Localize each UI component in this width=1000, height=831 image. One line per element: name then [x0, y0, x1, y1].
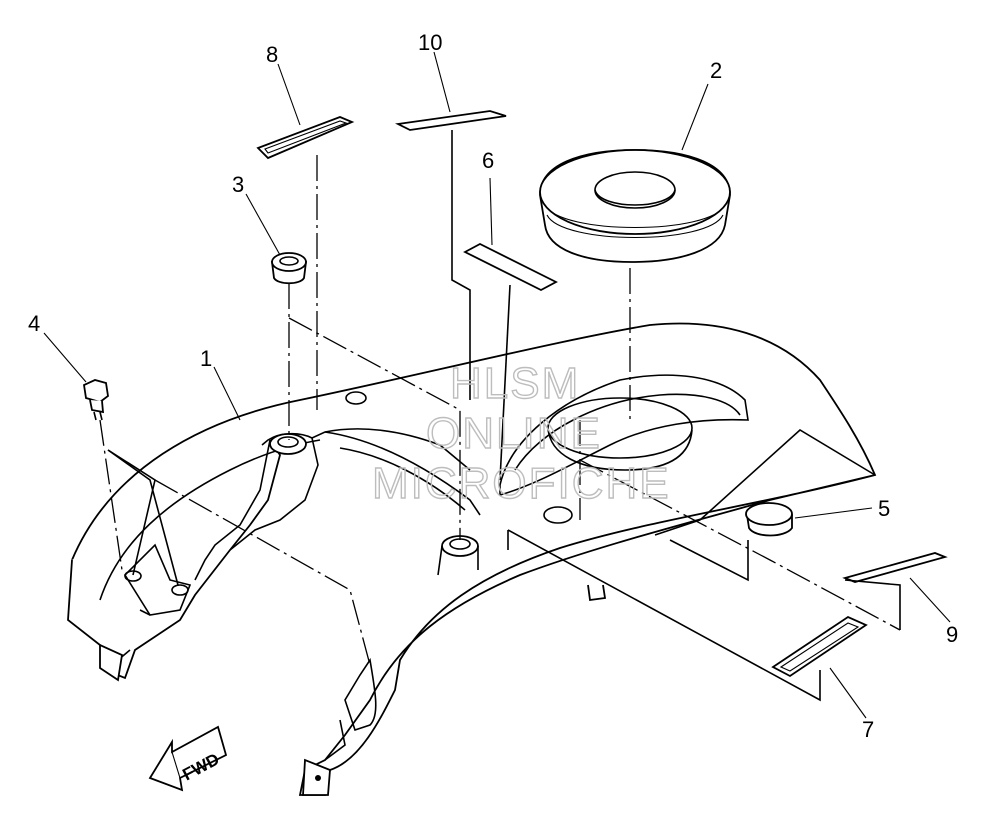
callout-6: 6	[482, 148, 494, 173]
forward-arrow: FWD	[148, 725, 228, 792]
callout-labels: 1 2 3 4 5 6 7 8 9 10	[28, 30, 958, 742]
callout-1: 1	[200, 346, 212, 371]
part-4-bolt	[83, 379, 109, 421]
part-10-label-strip	[395, 110, 507, 131]
rear-fender-body	[67, 322, 877, 796]
part-3-plug-cap	[270, 252, 308, 285]
watermark-line-1: HLSM	[450, 359, 580, 408]
callout-4: 4	[28, 311, 40, 336]
leader-lines	[43, 51, 951, 719]
assembly-lines	[99, 130, 901, 702]
part-9-label-strip	[842, 552, 948, 583]
watermark-line-2: ONLINE	[426, 409, 602, 458]
part-7-label-strip	[771, 615, 868, 678]
callout-2: 2	[710, 58, 722, 83]
callout-5: 5	[878, 496, 890, 521]
callout-8: 8	[266, 42, 278, 67]
watermark: HLSM ONLINE MICROFICHE	[371, 358, 671, 508]
part-5-round-cap	[745, 502, 793, 537]
callout-7: 7	[862, 717, 874, 742]
callout-3: 3	[232, 172, 244, 197]
part-6-label-strip	[463, 242, 558, 292]
callout-10: 10	[418, 30, 442, 55]
part-8-label-strip	[256, 116, 355, 160]
part-2-ring-grommet	[539, 149, 731, 263]
callout-9: 9	[946, 622, 958, 647]
watermark-line-3: MICROFICHE	[372, 459, 671, 508]
